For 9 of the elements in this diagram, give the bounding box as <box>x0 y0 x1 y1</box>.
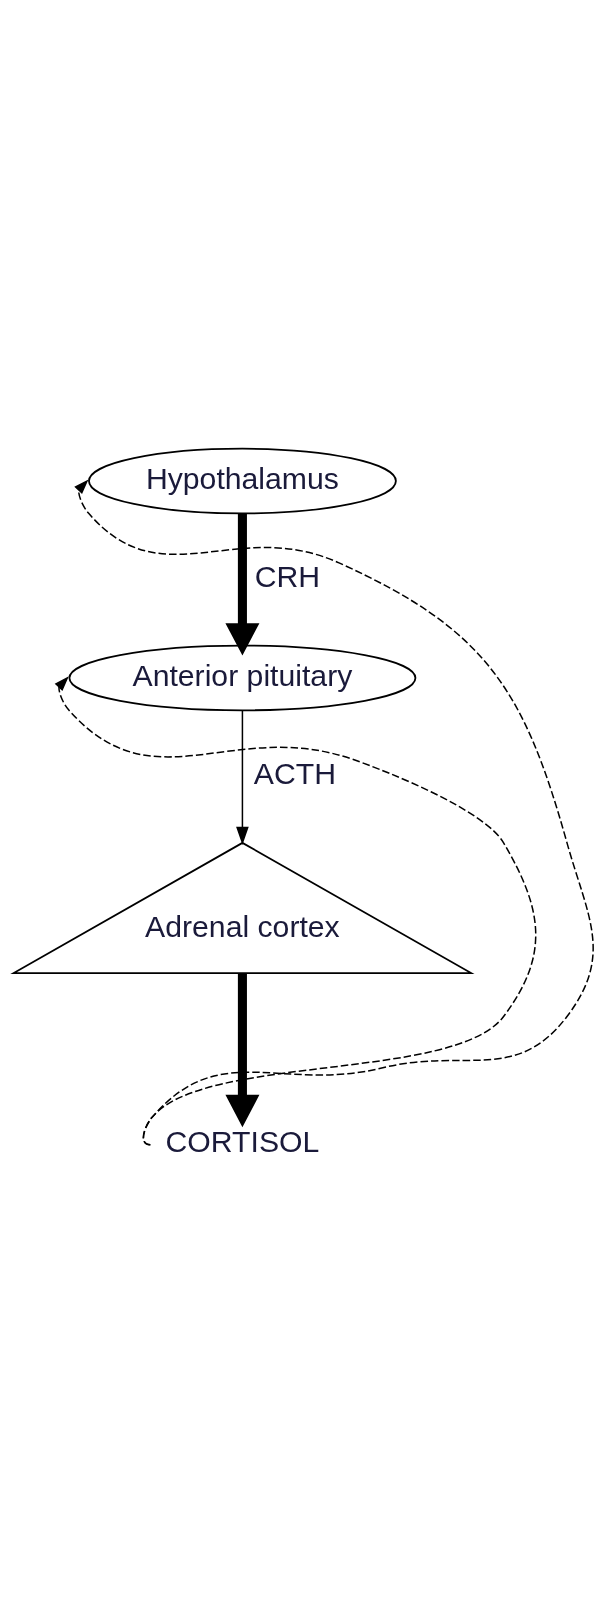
node-text: CORTISOL <box>165 1125 320 1159</box>
edge-label: ACTH <box>253 756 337 790</box>
arrow <box>225 513 260 656</box>
arrow <box>236 709 249 845</box>
arrow <box>54 676 537 1146</box>
edge-label: CRH <box>254 560 321 594</box>
node-ellipse: Hypothalamus <box>88 447 397 515</box>
arrow <box>225 973 260 1128</box>
node-ellipse: Anterior pituitary <box>68 644 417 712</box>
